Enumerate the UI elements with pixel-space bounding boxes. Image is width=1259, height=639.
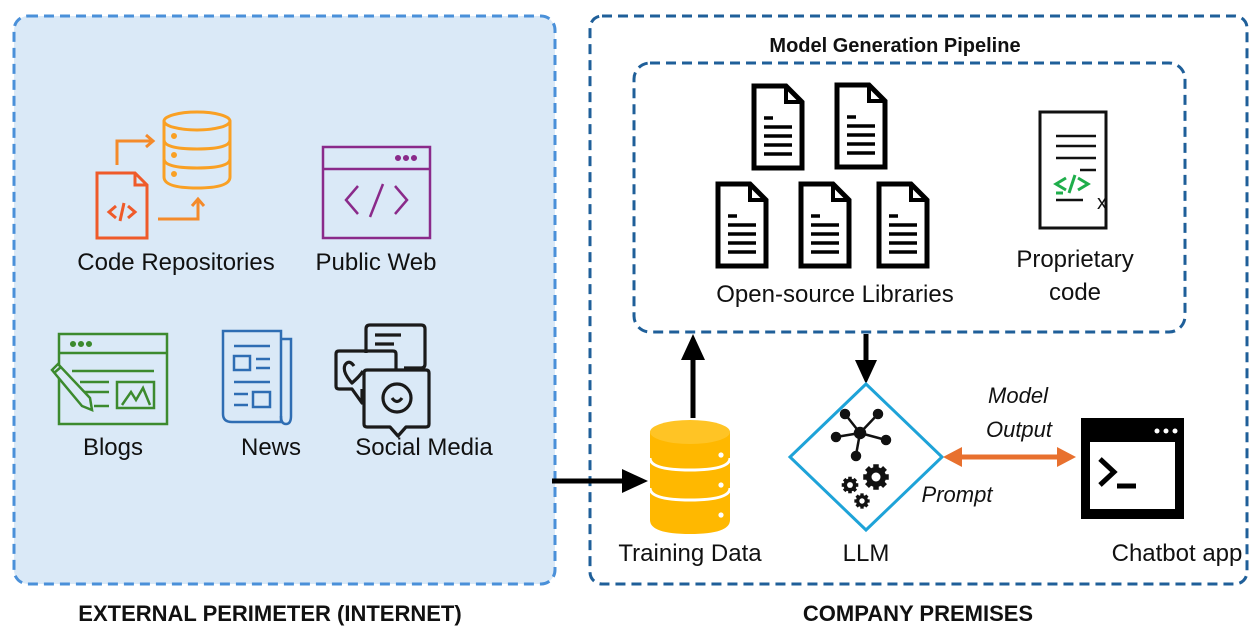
document-icon — [798, 181, 852, 269]
code-repository-icon — [95, 110, 232, 240]
training-data-label: Training Data — [618, 540, 762, 567]
proprietary-code-label-line1: Proprietary — [1016, 246, 1133, 273]
document-icon — [715, 181, 769, 269]
document-icon — [834, 82, 888, 170]
gear-icon — [841, 476, 859, 494]
documents-icon — [715, 82, 930, 269]
blog-icon — [50, 332, 169, 426]
prompt-label: Prompt — [922, 482, 994, 507]
chatbot-app-label: Chatbot app — [1112, 540, 1243, 567]
source-label-blogs: Blogs — [83, 434, 143, 461]
document-icon — [876, 181, 930, 269]
terminal-window-icon — [1081, 418, 1184, 519]
newspaper-icon — [221, 329, 293, 426]
external-perimeter-zone — [12, 14, 557, 586]
external-perimeter-title: EXTERNAL PERIMETER (INTERNET) — [78, 601, 461, 626]
open-source-libraries-label: Open-source Libraries — [716, 281, 953, 308]
gears-icon — [841, 464, 889, 509]
gear-icon — [854, 493, 870, 509]
arrow-internet-to-training-data — [552, 469, 648, 493]
arrow-pipeline-to-llm — [855, 334, 877, 384]
svg-text:x: x — [1097, 192, 1107, 214]
llm-label: LLM — [843, 540, 890, 567]
arrow-training-data-to-pipeline — [681, 334, 705, 418]
source-label-social-media: Social Media — [355, 434, 493, 461]
company-premises-title: COMPANY PREMISES — [803, 601, 1033, 626]
gear-icon — [863, 464, 889, 490]
model-generation-pipeline-zone — [632, 61, 1187, 334]
source-label-code-repositories: Code Repositories — [77, 249, 274, 276]
database-icon — [648, 420, 732, 534]
llm-network-gears-icon — [787, 381, 945, 533]
proprietary-code-icon: x — [1038, 110, 1108, 230]
source-label-news: News — [241, 434, 301, 461]
pipeline-title: Model Generation Pipeline — [769, 35, 1020, 57]
browser-code-icon — [321, 145, 432, 240]
proprietary-code-label-line2: code — [1049, 279, 1101, 306]
model-output-label-line1: Model — [988, 383, 1049, 408]
chat-bubbles-icon — [334, 323, 431, 438]
source-label-public-web: Public Web — [316, 249, 437, 276]
document-icon — [751, 83, 805, 171]
arrow-llm-chatbot-bidirectional — [943, 447, 1076, 467]
model-output-label-line2: Output — [986, 417, 1053, 442]
